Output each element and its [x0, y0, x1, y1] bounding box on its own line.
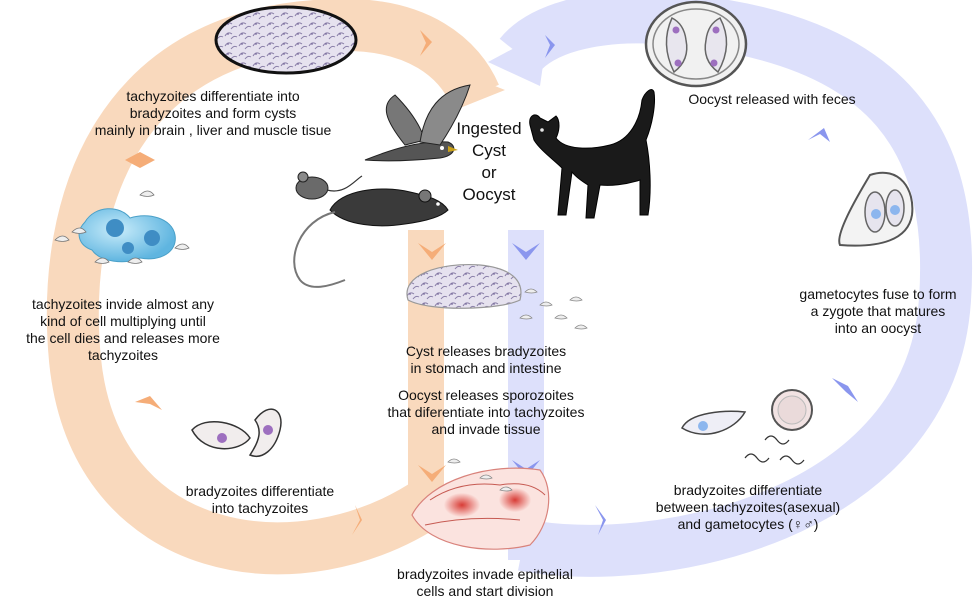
label-line: gametocytes fuse to form: [799, 286, 957, 302]
label-gametocytes-fuse: gametocytes fuse to form a zygote that m…: [780, 286, 976, 337]
label-line: into tachyzoites: [211, 500, 309, 516]
oocyst-icon: [644, 0, 748, 88]
sporulating-oocyst-icon: [838, 171, 914, 247]
label-cyst-releases: Cyst releases bradyzoites in stomach and…: [370, 343, 602, 377]
cyst-in-tissue-icon: [214, 5, 358, 75]
label-line: into an oocyst: [834, 320, 922, 336]
label-line: or: [481, 163, 497, 182]
label-line: Cyst: [472, 141, 506, 160]
label-line: in stomach and intestine: [410, 360, 562, 376]
free-tachyzoites: [54, 190, 190, 264]
label-line: bradyzoites differentiate: [673, 482, 823, 498]
label-epithelial: bradyzoites invade epithelial cells and …: [365, 566, 605, 599]
mouse-icon: [295, 171, 363, 200]
infected-cell-icon: [78, 208, 176, 263]
label-brady-to-tachy: bradyzoites differentiate into tachyzoit…: [155, 483, 365, 517]
label-ingested: Ingested Cyst or Oocyst: [448, 118, 530, 206]
label-oocyst-released: Oocyst released with feces: [662, 91, 882, 108]
cat-icon: [529, 89, 655, 219]
label-line: and gametocytes (♀♂): [677, 516, 819, 532]
tachyzoite-icon: [191, 408, 282, 457]
label-line: bradyzoites differentiate: [185, 483, 335, 499]
epithelium-icon: [411, 458, 550, 550]
rat-icon: [293, 188, 449, 288]
label-line: tachyzoites: [87, 347, 159, 363]
label-line: Oocyst released with feces: [688, 91, 856, 107]
label-line: between tachyzoites(asexual): [655, 499, 841, 515]
label-line: cells and start division: [416, 583, 554, 599]
label-line: tachyzoites invide almost any: [31, 296, 215, 312]
label-line: and invade tissue: [431, 421, 541, 437]
label-line: bradyzoites and form cysts: [129, 105, 297, 121]
label-line: Ingested: [456, 119, 522, 138]
bird-icon: [364, 84, 471, 162]
label-line: that diferentiate into tachyzoites: [387, 404, 585, 420]
released-cyst-icon: [406, 263, 588, 330]
sexual-direction-arrows: [512, 35, 858, 535]
label-line: kind of cell multiplying until: [40, 313, 206, 329]
label-line: tachyzoites differentiate into: [126, 88, 300, 104]
label-line: bradyzoites invade epithelial: [397, 566, 573, 582]
label-cysts-form: tachyzoites differentiate into bradyzoit…: [57, 88, 369, 139]
label-line: mainly in brain , liver and muscle tisue: [94, 122, 332, 138]
label-oocyst-releases: Oocyst releases sporozoites that diferen…: [370, 387, 602, 438]
label-invade-cells: tachyzoites invide almost any kind of ce…: [3, 296, 243, 364]
gametocyte-icon: [681, 389, 813, 465]
label-line: the cell dies and releases more: [26, 330, 220, 346]
label-line: Oocyst: [462, 185, 516, 204]
label-brady-diff-sexual: bradyzoites differentiate between tachyz…: [630, 482, 866, 533]
asexual-direction-arrows: [125, 30, 446, 535]
label-line: a zygote that matures: [810, 303, 946, 319]
label-line: Oocyst releases sporozoites: [398, 387, 574, 403]
label-line: Cyst releases bradyzoites: [405, 343, 567, 359]
